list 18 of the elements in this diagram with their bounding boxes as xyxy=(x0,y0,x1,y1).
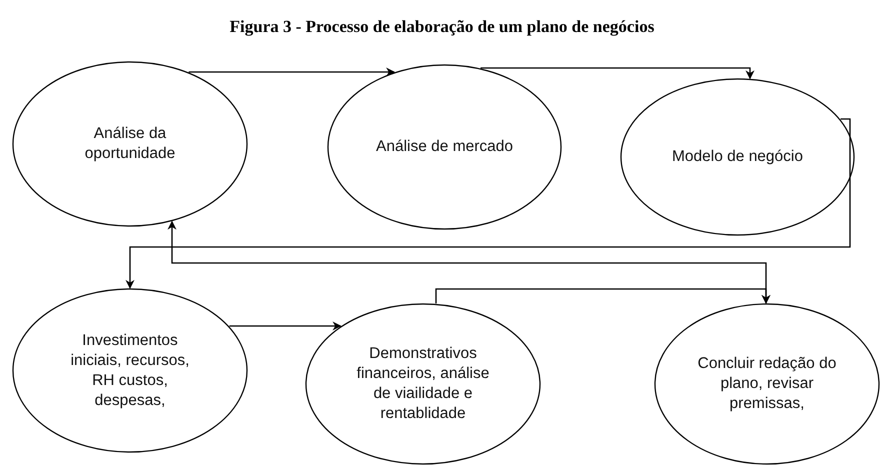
node-label: Análise da oportunidade xyxy=(84,124,176,164)
node-label: Modelo de negócio xyxy=(671,147,804,167)
process-ellipse xyxy=(327,64,562,230)
arrow xyxy=(229,322,342,330)
process-ellipse xyxy=(12,61,248,227)
process-ellipse xyxy=(12,288,248,453)
arrow xyxy=(168,220,770,304)
figure-title: Figura 3 - Processo de elaboração de um plano de negócios xyxy=(228,17,656,37)
process-ellipse xyxy=(654,303,880,465)
arrow xyxy=(480,67,754,80)
arrow xyxy=(188,68,396,76)
arrow xyxy=(126,118,851,289)
process-ellipse xyxy=(305,303,541,465)
node-label: Análise de mercado xyxy=(375,137,514,157)
node-label: Investimentos iniciais, recursos, RH custos, despesas, xyxy=(70,330,190,410)
process-ellipse xyxy=(620,78,855,236)
node-label: Demonstrativos financeiros, análise de viailidade e rentablidade xyxy=(356,344,490,424)
node-label: Concluir redação do plano, revisar premissas, xyxy=(697,354,837,414)
